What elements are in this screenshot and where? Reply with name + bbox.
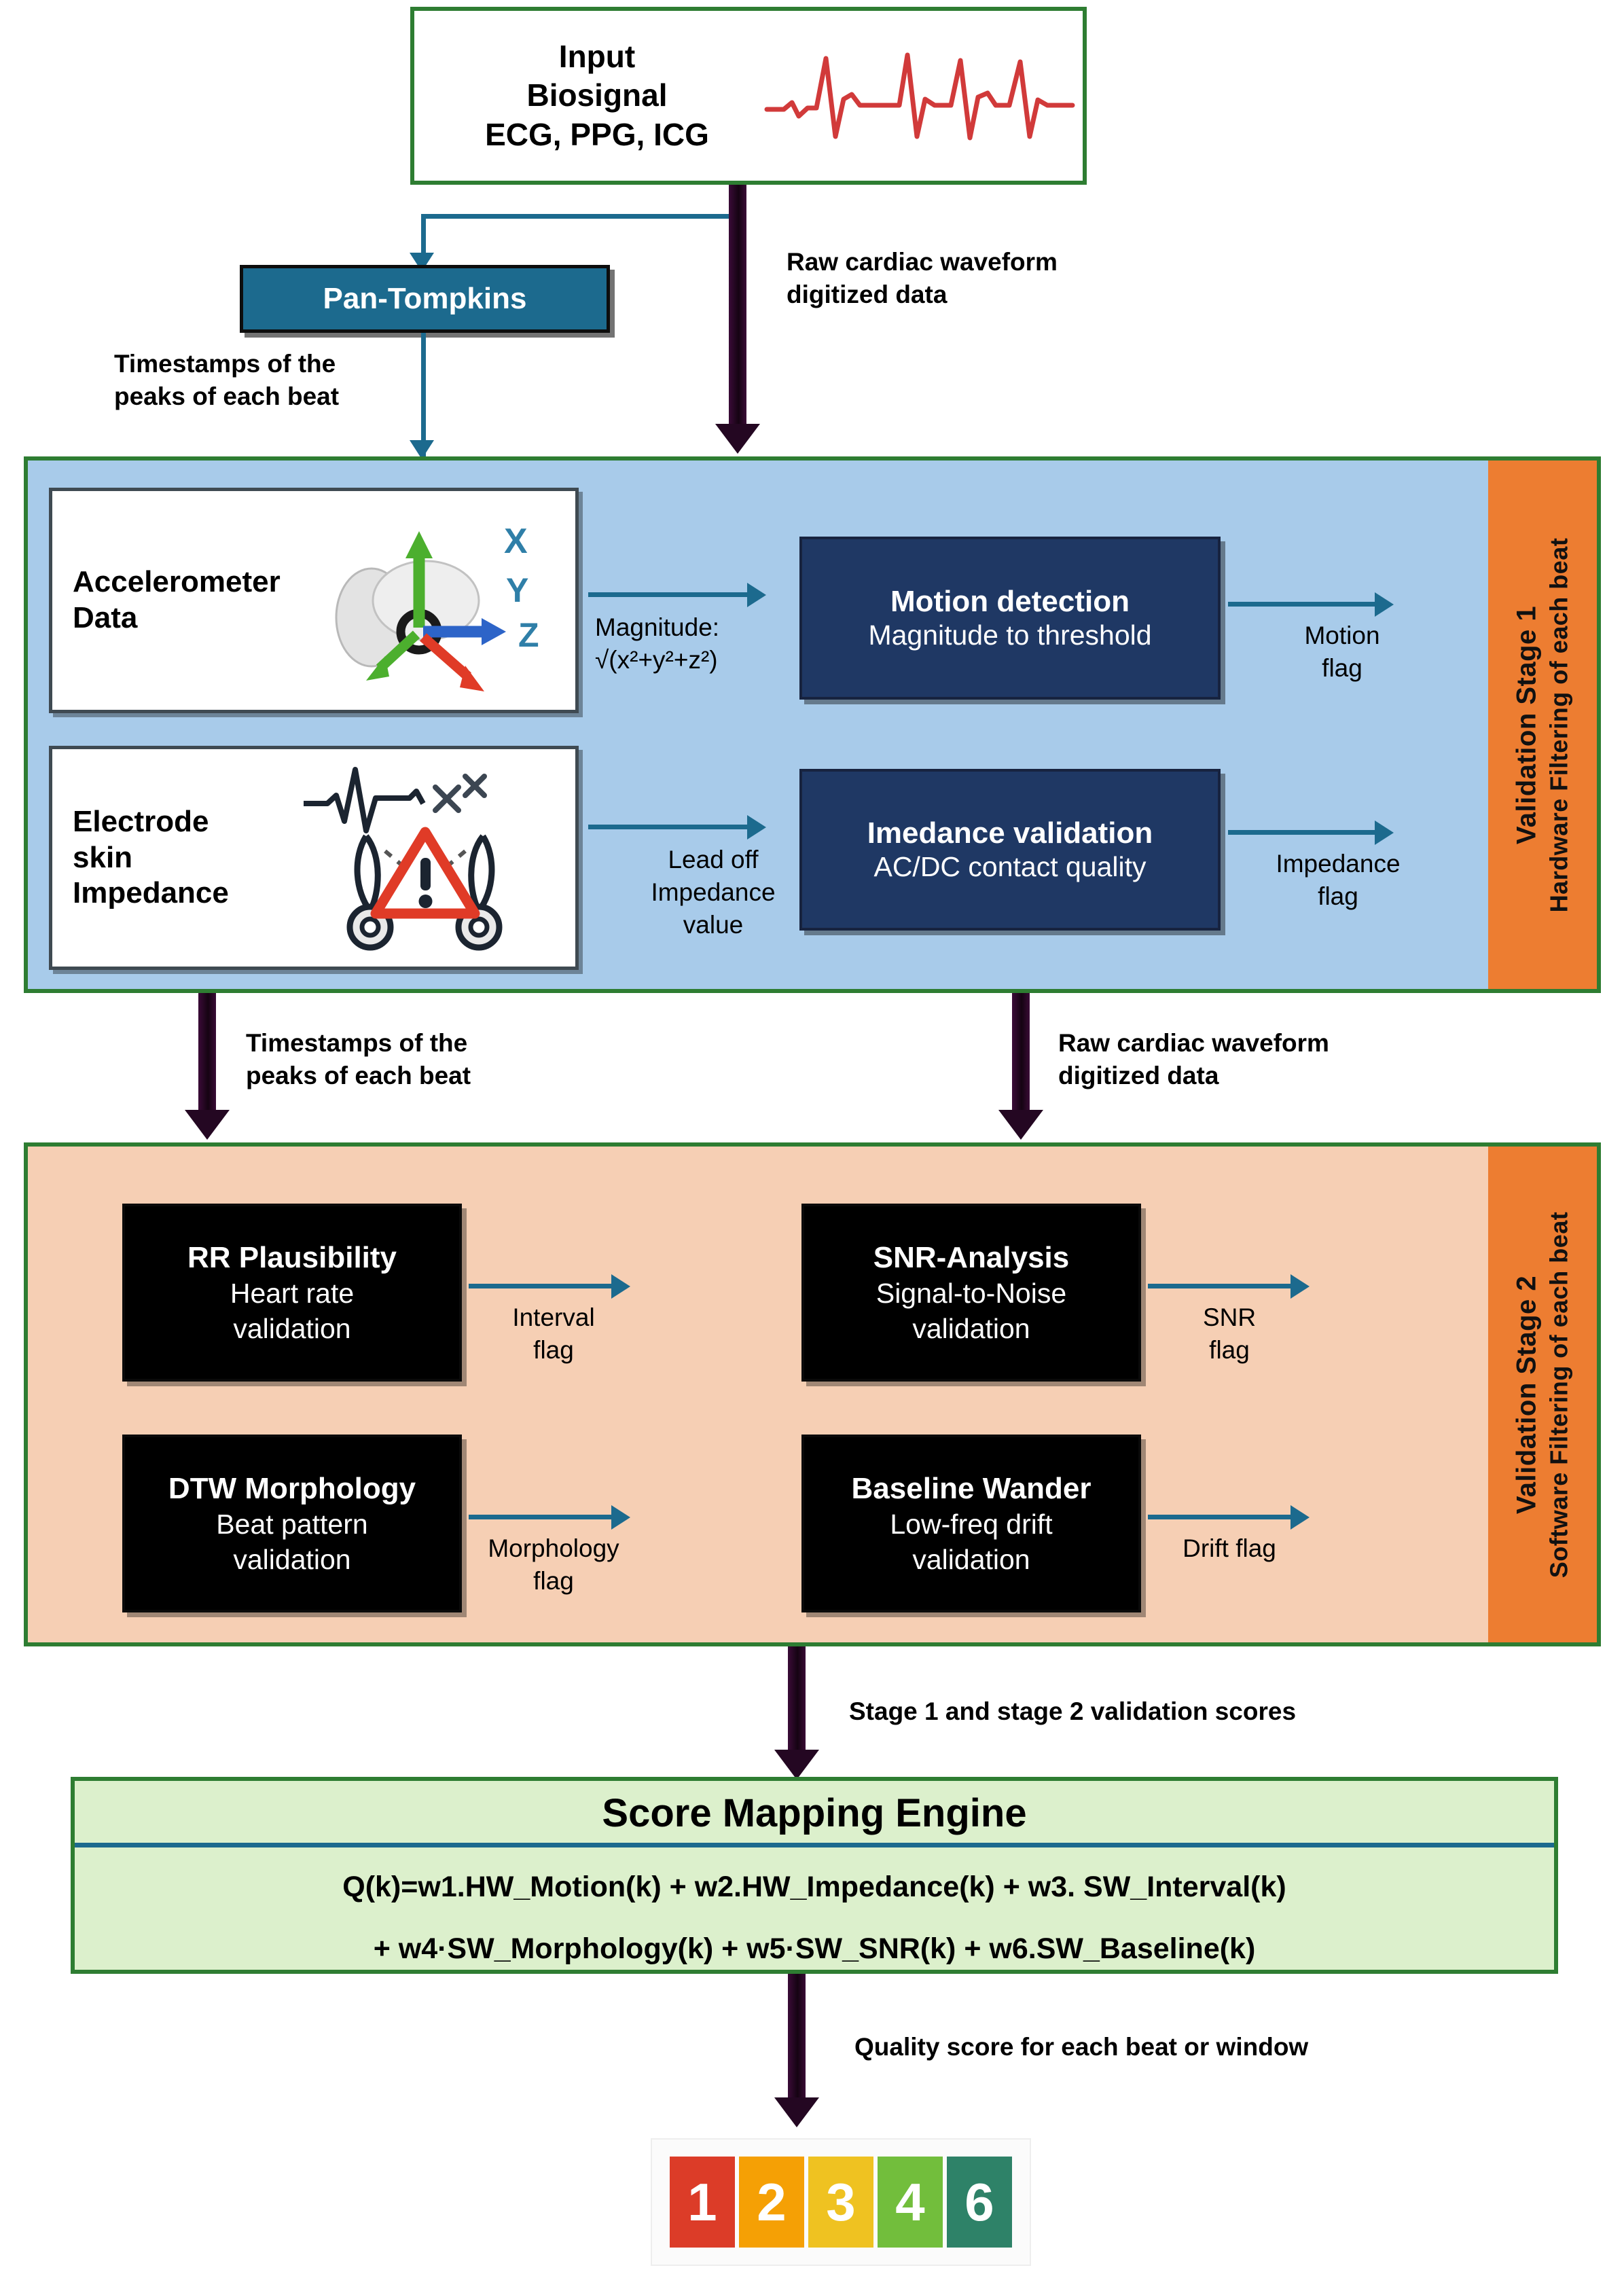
accelerometer-to-motion-arrowhead <box>747 583 766 607</box>
interval-flag-label: Interval flag <box>512 1303 595 1365</box>
interval-flag-line <box>469 1284 615 1288</box>
accelerometer-axes-icon: X Y Z <box>335 522 539 691</box>
score-cell-2: 2 <box>739 2157 804 2248</box>
mid-raw-waveform-thick-arrow <box>998 993 1043 1142</box>
motion-flag-arrowhead <box>1375 592 1394 617</box>
stage1-sidebar: Validation Stage 1 Hardware Filtering of… <box>1488 461 1597 989</box>
magnitude-label-line2: √(x²+y²+z²) <box>595 646 718 674</box>
impedance-flag-arrowhead <box>1375 821 1394 845</box>
snr-analysis-box: SNR-Analysis Signal-to-Noise validation <box>801 1204 1141 1382</box>
score-mapping-engine-title: Score Mapping Engine <box>602 1791 1027 1835</box>
svg-text:Z: Z <box>518 616 539 654</box>
baseline-wander-subtitle: Low-freq drift validation <box>890 1509 1053 1575</box>
engine-divider <box>75 1843 1554 1847</box>
rr-plausibility-box: RR Plausibility Heart rate validation <box>122 1204 462 1382</box>
input-biosignal-box: Input Biosignal ECG, PPG, ICG <box>410 7 1087 185</box>
impedance-flag-label: Impedance flag <box>1276 850 1401 911</box>
baseline-wander-box: Baseline Wander Low-freq drift validatio… <box>801 1435 1141 1612</box>
snr-analysis-subtitle: Signal-to-Noise validation <box>876 1278 1067 1344</box>
accelerometer-card-title: Accelerometer Data <box>73 564 290 636</box>
branch-horizontal-line <box>421 214 740 219</box>
dtw-morphology-title: DTW Morphology <box>168 1472 416 1506</box>
magnitude-label: Magnitude: √(x²+y²+z²) <box>595 611 799 677</box>
leadoff-impedance-label: Lead off Impedance value <box>651 846 776 939</box>
pan-tompkins-label: Pan-Tompkins <box>323 282 527 315</box>
accelerometer-title-line1: Accelerometer <box>73 565 281 599</box>
score-mapping-engine: Score Mapping Engine Q(k)=w1.HW_Motion(k… <box>71 1777 1558 1974</box>
motion-flag-line <box>1228 602 1377 607</box>
impedance-flag-line <box>1228 830 1377 835</box>
rr-plausibility-subtitle: Heart rate validation <box>230 1278 355 1344</box>
score-cell-3: 3 <box>808 2157 873 2248</box>
interval-flag-arrowhead <box>611 1274 630 1299</box>
motion-detection-subtitle: Magnitude to threshold <box>868 619 1152 651</box>
snr-flag-line <box>1148 1284 1294 1288</box>
branch-down-to-pan <box>421 214 426 255</box>
impedance-validation-subtitle: AC/DC contact quality <box>873 850 1147 882</box>
accelerometer-card: Accelerometer Data X Y Z <box>49 488 579 713</box>
input-title: Input Biosignal ECG, PPG, ICG <box>437 37 757 155</box>
rr-plausibility-title: RR Plausibility <box>187 1241 397 1275</box>
engine-equation-line2: + w4·SW_Morphology(k) + w5·SW_SNR(k) + w… <box>373 1932 1256 1965</box>
snr-flag-label: SNR flag <box>1202 1303 1257 1365</box>
impedance-validation-box: Imedance validation AC/DC contact qualit… <box>799 769 1221 931</box>
input-title-line3: ECG, PPG, ICG <box>485 116 709 152</box>
score-cell-4: 4 <box>878 2157 943 2248</box>
top-timestamps-label: Timestamps of the peaks of each beat <box>114 350 340 411</box>
score-cell-1: 1 <box>670 2157 735 2248</box>
drift-flag-label: Drift flag <box>1183 1534 1276 1562</box>
score-cell-6: 6 <box>947 2157 1012 2248</box>
mid-raw-waveform-label: Raw cardiac waveform digitized data <box>1058 1029 1329 1090</box>
dtw-morphology-box: DTW Morphology Beat pattern validation <box>122 1435 462 1612</box>
stage1-sidebar-subtitle: Hardware Filtering of each beat <box>1545 537 1573 912</box>
svg-text:X: X <box>504 522 528 561</box>
motion-flag-label: Motion flag <box>1304 621 1380 683</box>
electrode-title-line1: Electrode <box>73 804 209 838</box>
electrode-title-line3: Impedance <box>73 876 229 910</box>
snr-flag-arrowhead <box>1291 1274 1310 1299</box>
baseline-wander-title: Baseline Wander <box>851 1472 1091 1506</box>
pan-tompkins-box: Pan-Tompkins <box>240 265 610 333</box>
input-title-line1: Input <box>558 38 636 74</box>
mid-timestamps-label: Timestamps of the peaks of each beat <box>246 1029 471 1090</box>
magnitude-label-line1: Magnitude: <box>595 613 720 641</box>
output-thick-arrow <box>774 1974 819 2130</box>
pan-to-stage1-line <box>421 333 426 458</box>
electrode-to-impedance-arrowhead <box>747 815 766 840</box>
electrode-leadoff-warning-icon <box>304 767 503 951</box>
motion-detection-box: Motion detection Magnitude to threshold <box>799 537 1221 700</box>
motion-detection-title: Motion detection <box>890 585 1130 619</box>
stage2-sidebar-title: Validation Stage 2 <box>1511 1275 1542 1514</box>
svg-text:Y: Y <box>506 571 528 609</box>
engine-equation-line1: Q(k)=w1.HW_Motion(k) + w2.HW_Impedance(k… <box>342 1871 1286 1903</box>
drift-flag-line <box>1148 1515 1294 1519</box>
electrode-card-title: Electrode skin Impedance <box>73 804 290 912</box>
input-title-line2: Biosignal <box>526 77 668 113</box>
stage1-sidebar-title: Validation Stage 1 <box>1511 605 1542 844</box>
engine-input-thick-arrow <box>774 1646 819 1782</box>
accelerometer-title-line2: Data <box>73 601 138 634</box>
ecg-waveform-icon <box>764 52 1075 141</box>
dtw-morphology-subtitle: Beat pattern validation <box>216 1509 368 1575</box>
electrode-to-impedance-line <box>588 825 750 829</box>
accelerometer-to-motion-line <box>588 592 750 597</box>
engine-input-label: Stage 1 and stage 2 validation scores <box>849 1697 1297 1725</box>
morphology-flag-line <box>469 1515 615 1519</box>
stage2-sidebar: Validation Stage 2 Software Filtering of… <box>1488 1147 1597 1642</box>
electrode-title-line2: skin <box>73 840 133 874</box>
raw-waveform-thick-arrow <box>715 185 760 456</box>
snr-analysis-title: SNR-Analysis <box>873 1241 1070 1275</box>
electrode-impedance-card: Electrode skin Impedance <box>49 746 579 970</box>
mid-timestamps-thick-arrow <box>185 993 230 1142</box>
output-label: Quality score for each beat or window <box>854 2033 1309 2061</box>
morphology-flag-arrowhead <box>611 1505 630 1530</box>
stage2-sidebar-subtitle: Software Filtering of each beat <box>1545 1211 1573 1578</box>
impedance-validation-title: Imedance validation <box>867 816 1153 850</box>
top-raw-waveform-label: Raw cardiac waveform digitized data <box>787 248 1058 309</box>
morphology-flag-label: Morphology flag <box>488 1534 619 1595</box>
pan-to-stage1-arrowhead <box>410 440 434 459</box>
drift-flag-arrowhead <box>1291 1505 1310 1530</box>
